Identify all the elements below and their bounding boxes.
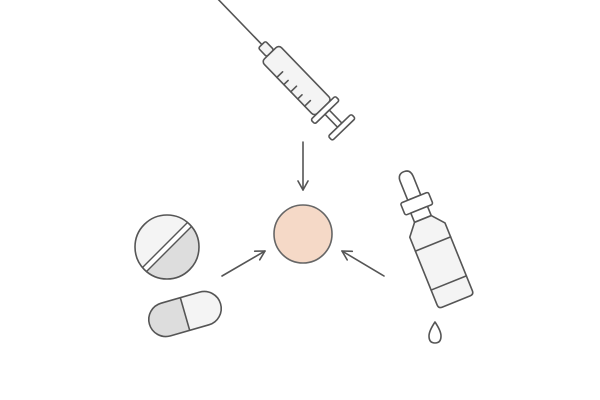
target-circle xyxy=(273,204,333,264)
syringe-needle xyxy=(212,0,263,46)
drop-icon xyxy=(428,321,442,344)
capsule-icon xyxy=(144,287,226,341)
dropper-body xyxy=(408,214,474,309)
tablet-icon xyxy=(134,214,200,280)
arrow-dropper-to-target xyxy=(341,250,385,277)
dropper-bulb xyxy=(398,170,422,202)
dropper-bottle-icon xyxy=(398,170,474,309)
arrow-pills-to-target xyxy=(221,250,266,277)
syringe-plunger-head xyxy=(328,114,356,141)
syringe-icon xyxy=(212,0,356,141)
syringe-barrel xyxy=(262,45,331,116)
